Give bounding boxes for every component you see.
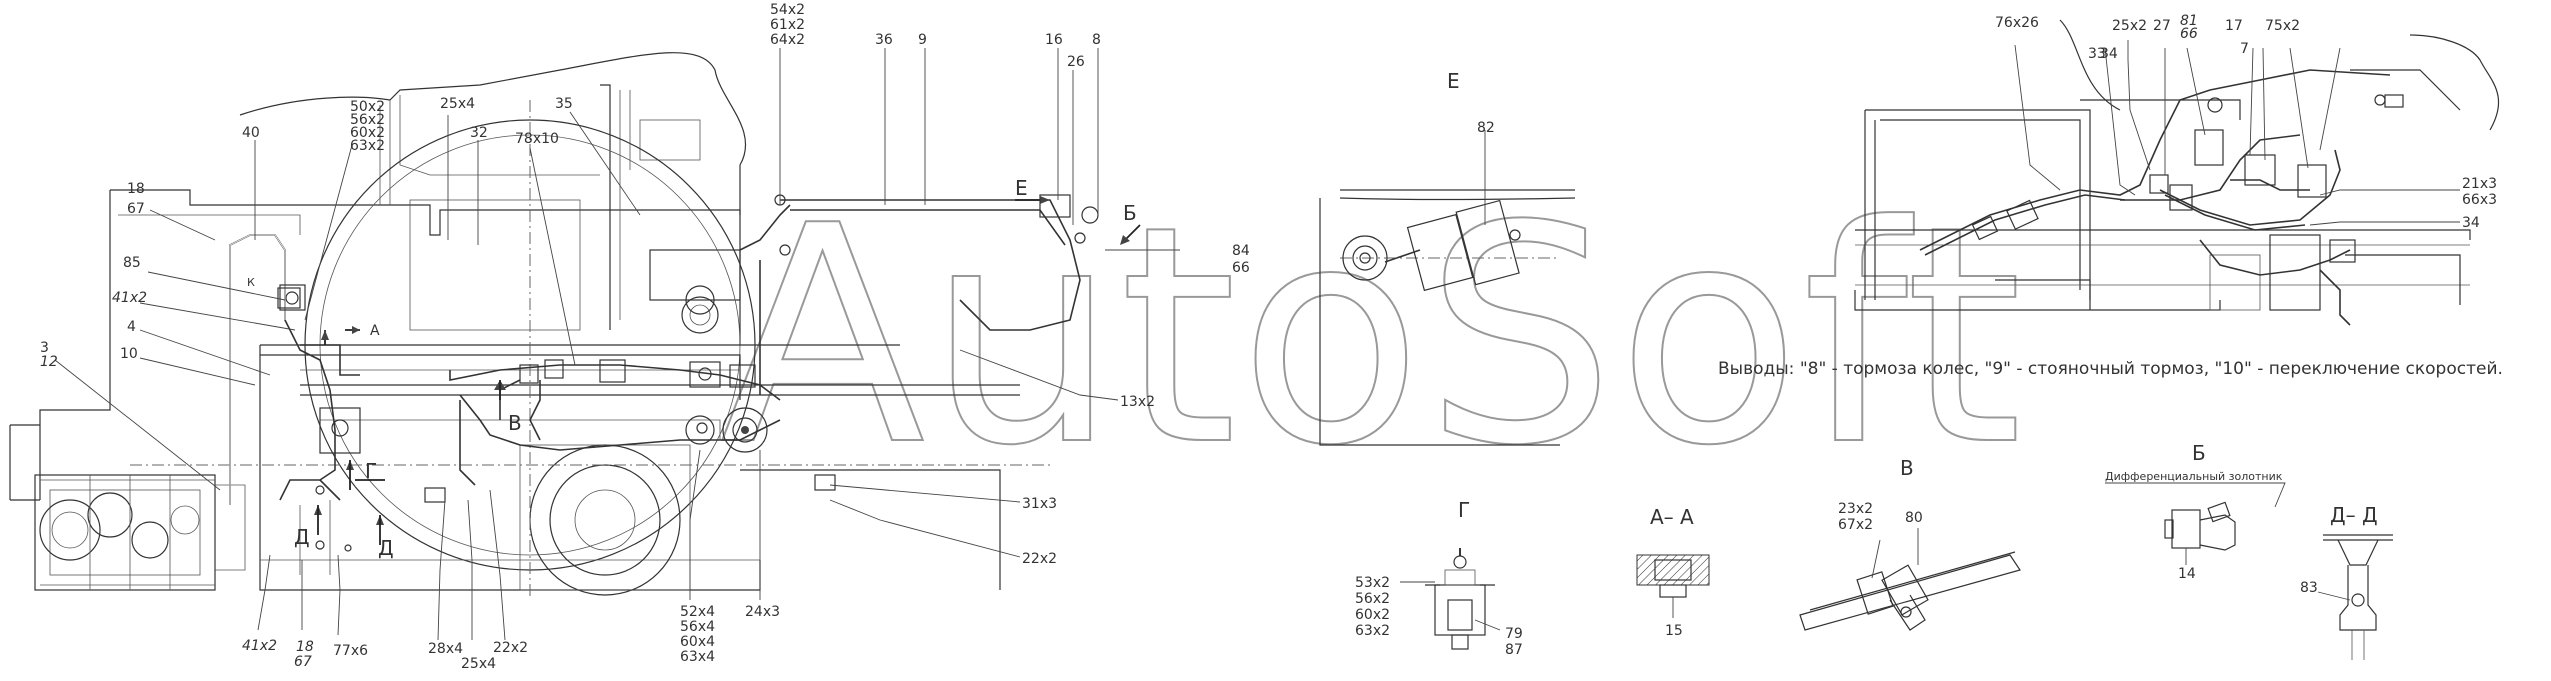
label-66x3: 66х3: [2462, 192, 2497, 208]
label-25x2: 25х2: [2112, 18, 2147, 34]
watermark: AutoSoft: [720, 162, 2024, 511]
label-82: 82: [1477, 120, 1495, 136]
label-66-right: 66: [1232, 260, 1250, 276]
label-54-61-64-3: 64х2: [770, 32, 805, 48]
label-76x26: 76х26: [1995, 15, 2039, 31]
label-18-top: 18: [127, 181, 145, 197]
label-41x2-bottom: 41х2: [242, 638, 277, 654]
label-34-right: 34: [2462, 215, 2480, 231]
label-14: 14: [2178, 566, 2196, 582]
label-60x2: 60х2: [1355, 607, 1390, 623]
label-81: 81: [2180, 13, 2198, 29]
K-mark: К: [247, 276, 255, 289]
label-31x3: 31х3: [1022, 496, 1057, 512]
section-G-mark: Г: [365, 459, 377, 483]
label-50-3: 60х2: [350, 125, 385, 141]
view-AA-caption: А– А: [1650, 505, 1694, 529]
label-22x2-bottom: 22х2: [493, 640, 528, 656]
label-54-61-64-1: 54х2: [770, 2, 805, 18]
section-A-mark: А: [370, 323, 380, 339]
view-V: В: [1799, 456, 2021, 631]
view-E-caption: Е: [1447, 69, 1460, 93]
label-13x2: 13х2: [1120, 394, 1155, 410]
label-18-bottom: 18: [296, 639, 314, 655]
label-27: 27: [2153, 18, 2171, 34]
label-16: 16: [1045, 32, 1063, 48]
label-12: 12: [40, 354, 58, 370]
section-E-mark: Е: [1015, 176, 1028, 200]
view-B-top: [1854, 19, 2500, 326]
label-41x2-top: 41х2: [112, 290, 147, 306]
label-67-bottom: 67: [294, 654, 312, 670]
label-26: 26: [1067, 54, 1085, 70]
section-B-mark: Б: [1123, 201, 1137, 225]
outputs-note: Выводы: "8" - тормоза колес, "9" - стоян…: [1718, 359, 2503, 379]
label-7: 7: [2240, 41, 2249, 57]
label-66-top: 66: [2180, 26, 2198, 42]
label-21x3: 21х3: [2462, 176, 2497, 192]
label-9: 9: [918, 32, 927, 48]
label-87: 87: [1505, 642, 1523, 658]
label-54-61-64-2: 61х2: [770, 17, 805, 33]
label-56x4: 56х4: [680, 619, 715, 635]
label-63x4: 63х4: [680, 649, 715, 665]
label-79: 79: [1505, 626, 1523, 642]
leader-lines: [54, 40, 2460, 641]
view-B-valve: Б Дифференциальный золотник: [2105, 441, 2286, 565]
label-35: 35: [555, 96, 573, 112]
label-8: 8: [1092, 32, 1101, 48]
label-36: 36: [875, 32, 893, 48]
diff-valve-label: Дифференциальный золотник: [2105, 470, 2283, 483]
label-24x3: 24х3: [745, 604, 780, 620]
label-17: 17: [2225, 18, 2243, 34]
view-DD-caption: Д– Д: [2330, 503, 2378, 527]
label-23x2: 23х2: [1838, 501, 1873, 517]
label-67x2: 67х2: [1838, 517, 1873, 533]
label-33: 33: [2088, 46, 2106, 62]
label-32: 32: [470, 125, 488, 141]
view-DD: Д– Д: [2317, 503, 2393, 660]
view-G-caption: Г: [1458, 498, 1470, 522]
label-75x2: 75х2: [2265, 18, 2300, 34]
label-52x4: 52х4: [680, 604, 715, 620]
view-G: Г: [1400, 498, 1501, 650]
label-3: 3: [40, 340, 49, 356]
label-63x2: 63х2: [1355, 623, 1390, 639]
section-D-mark-left: Д: [294, 525, 310, 549]
part-labels: 54х2 61х2 64х2 36 9 16 26 8 50х2 56х2 60…: [40, 2, 2497, 672]
label-80: 80: [1905, 510, 1923, 526]
label-77x6: 77х6: [333, 643, 368, 659]
label-84: 84: [1232, 243, 1250, 259]
label-10: 10: [120, 346, 138, 362]
label-53x2: 53х2: [1355, 575, 1390, 591]
label-34-top: 34: [2100, 46, 2118, 62]
section-V-mark: В: [508, 411, 522, 435]
label-50-2: 56х2: [350, 112, 385, 128]
label-85: 85: [123, 255, 141, 271]
label-56x2: 56х2: [1355, 591, 1390, 607]
label-22x2-right: 22х2: [1022, 551, 1057, 567]
view-E: Е 82: [1319, 69, 1576, 446]
label-40: 40: [242, 125, 260, 141]
label-60x4: 60х4: [680, 634, 715, 650]
view-B-caption: Б: [2192, 441, 2206, 465]
label-4: 4: [127, 319, 136, 335]
label-15: 15: [1665, 623, 1683, 639]
label-67-top: 67: [127, 201, 145, 217]
label-25x4-bottom: 25х4: [461, 656, 496, 672]
label-25x4-top: 25х4: [440, 96, 475, 112]
label-28x4: 28х4: [428, 641, 463, 657]
label-50-4: 63х2: [350, 138, 385, 154]
label-50-1: 50х2: [350, 99, 385, 115]
section-D-mark-right: Д: [378, 536, 394, 560]
main-chassis-view: [9, 52, 1141, 600]
label-83: 83: [2300, 580, 2318, 596]
label-78x10: 78х10: [515, 131, 559, 147]
view-V-caption: В: [1900, 456, 1914, 480]
view-AA: А– А: [1636, 505, 1710, 618]
